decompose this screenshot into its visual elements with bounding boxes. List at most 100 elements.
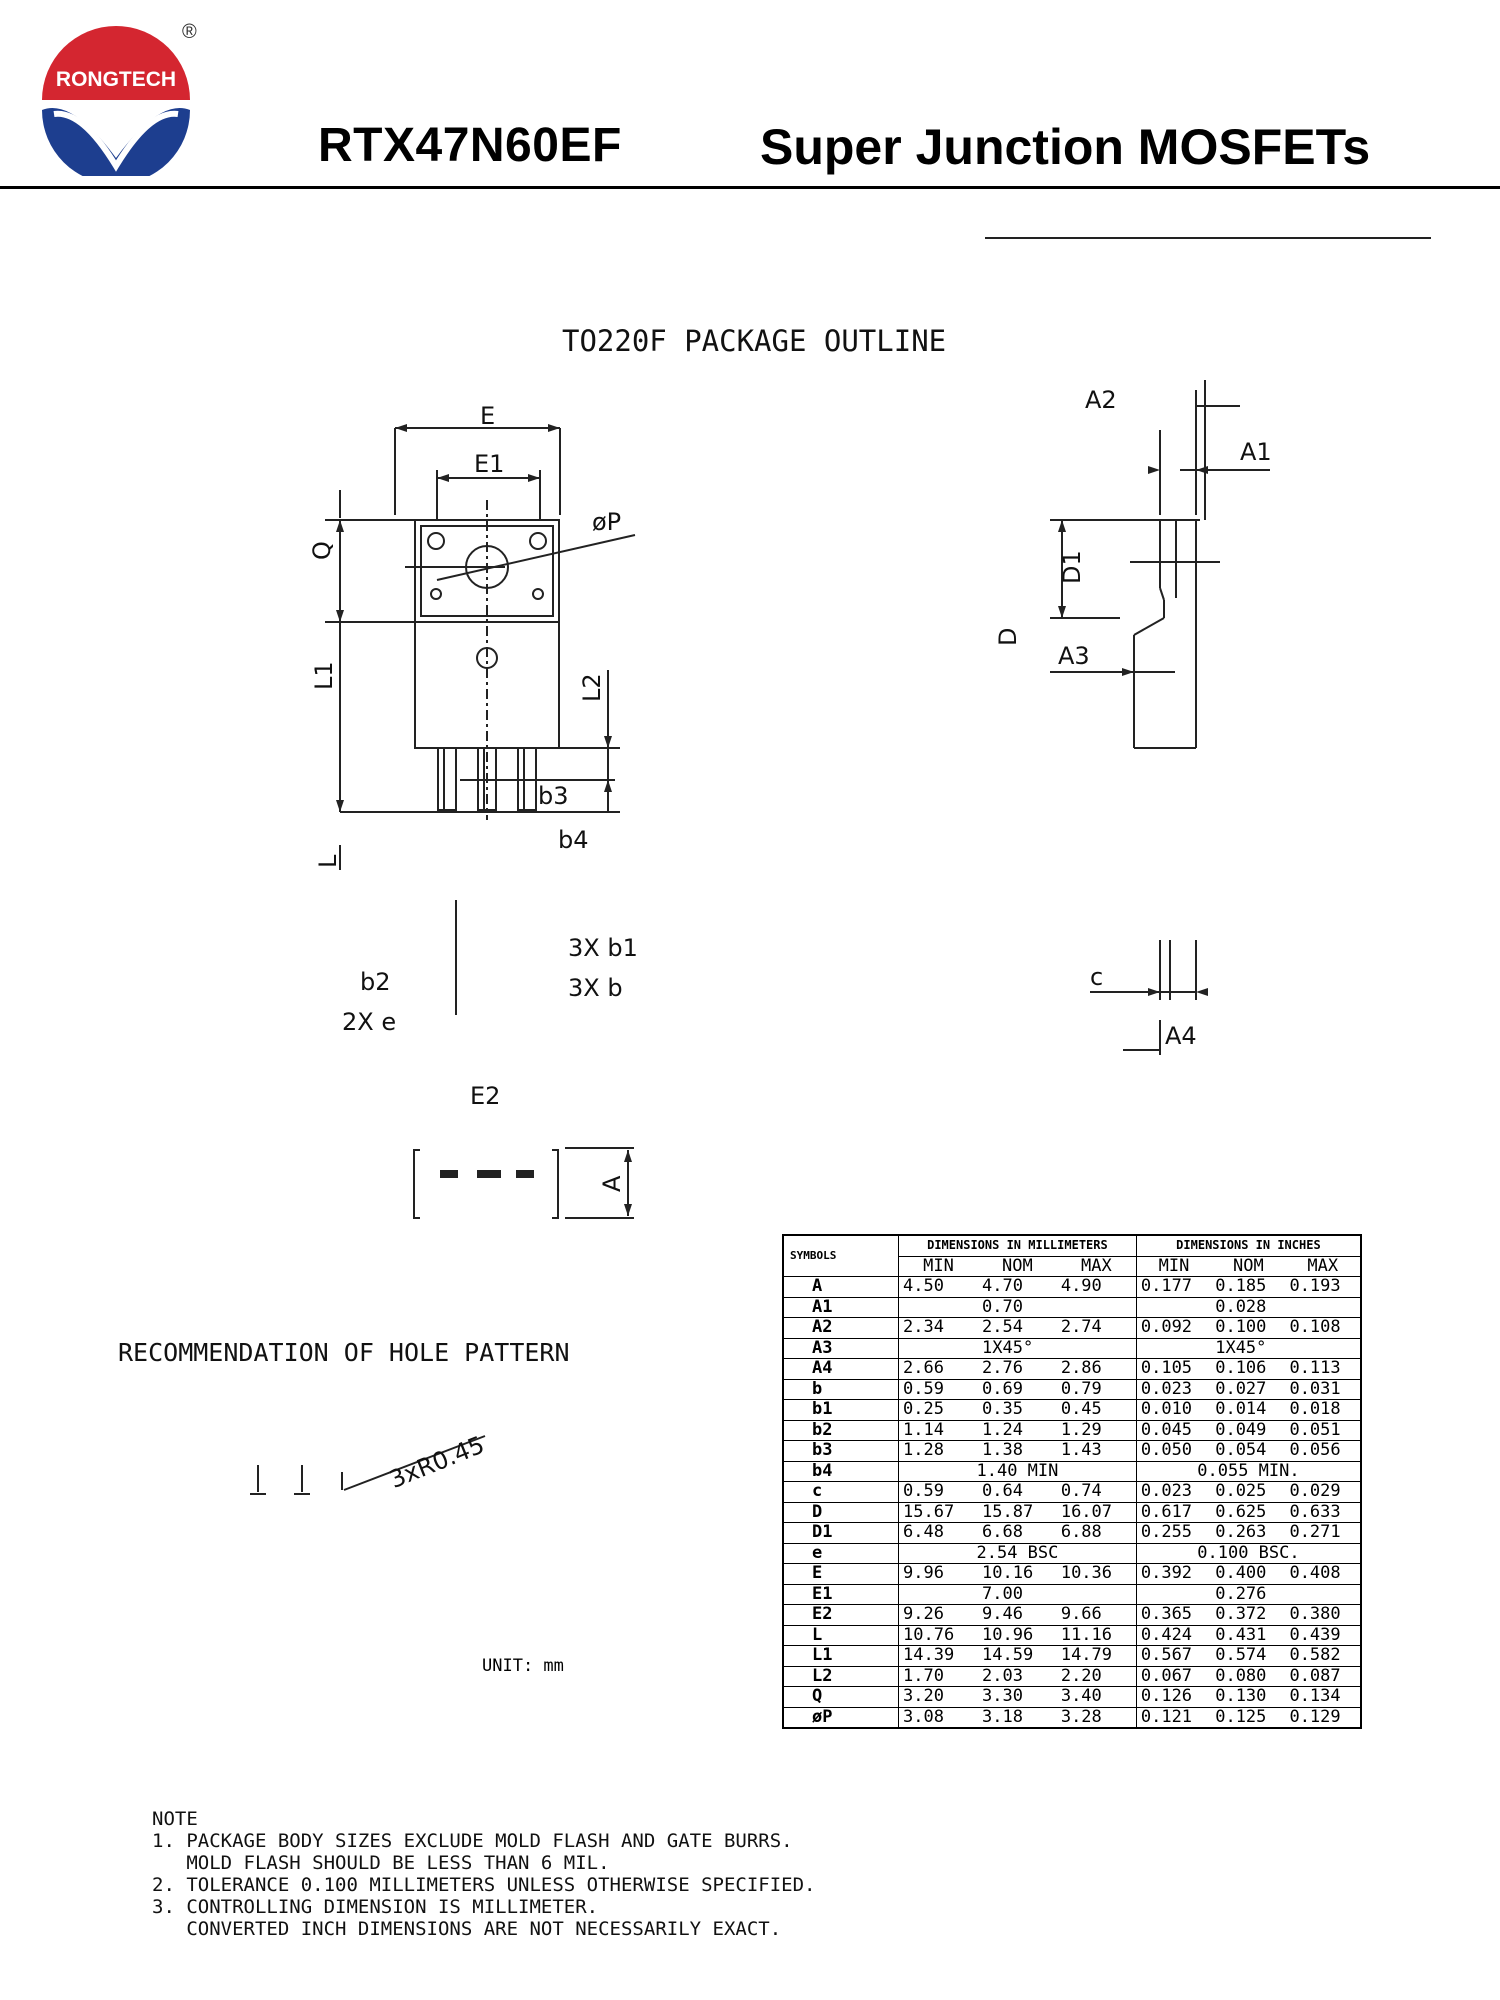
label-E2: E2 xyxy=(470,1082,500,1110)
table-cell: 14.59 xyxy=(978,1645,1057,1667)
label-A: A xyxy=(598,1175,626,1192)
hole-pattern-title: RECOMMENDATION OF HOLE PATTERN xyxy=(118,1338,570,1367)
table-cell: 0.129 xyxy=(1285,1707,1361,1729)
label-b2: b2 xyxy=(360,968,391,996)
table-cell: 6.68 xyxy=(978,1522,1057,1544)
table-cell: 14.79 xyxy=(1056,1645,1137,1667)
table-cell: 1X45° xyxy=(1211,1338,1286,1359)
table-cell: 0.049 xyxy=(1211,1420,1286,1441)
table-cell: A4 xyxy=(783,1358,899,1380)
table-cell: 0.014 xyxy=(1211,1399,1286,1421)
table-cell: 11.16 xyxy=(1056,1625,1137,1646)
note-line: CONVERTED INCH DIMENSIONS ARE NOT NECESS… xyxy=(152,1918,782,1940)
table-cell: 10.36 xyxy=(1056,1563,1137,1585)
label-D: D xyxy=(994,628,1022,646)
table-cell: 15.87 xyxy=(978,1502,1057,1523)
table-cell: b2 xyxy=(783,1420,899,1441)
table-cell: 0.431 xyxy=(1211,1625,1286,1646)
table-cell xyxy=(1285,1297,1361,1318)
table-cell: 0.125 xyxy=(1211,1707,1286,1729)
table-cell: 3.08 xyxy=(898,1707,978,1729)
col-header: MAX xyxy=(1285,1256,1361,1277)
label-L: L xyxy=(314,854,342,868)
table-cell: 0.130 xyxy=(1211,1686,1286,1708)
table-cell: 1.14 xyxy=(898,1420,978,1441)
label-A3: A3 xyxy=(1058,642,1090,670)
symbols-header: SYMBOLS xyxy=(783,1235,899,1277)
table-cell xyxy=(1056,1584,1137,1605)
table-cell xyxy=(1136,1584,1212,1605)
table-cell: 2.74 xyxy=(1056,1317,1137,1339)
table-cell: 4.90 xyxy=(1056,1276,1137,1298)
table-cell: 0.067 xyxy=(1136,1666,1212,1687)
note-line: 1. PACKAGE BODY SIZES EXCLUDE MOLD FLASH… xyxy=(152,1830,793,1852)
table-cell: A3 xyxy=(783,1338,899,1359)
table-cell xyxy=(1285,1338,1361,1359)
table-cell: 16.07 xyxy=(1056,1502,1137,1523)
table-cell: 10.96 xyxy=(978,1625,1057,1646)
table-cell: 0.365 xyxy=(1136,1604,1212,1626)
unit-label: UNIT: mm xyxy=(482,1656,564,1676)
table-cell: 0.023 xyxy=(1136,1481,1212,1503)
table-cell: b4 xyxy=(783,1461,899,1482)
table-cell: 0.271 xyxy=(1285,1522,1361,1544)
inch-header: DIMENSIONS IN INCHES xyxy=(1136,1235,1361,1257)
page-title: Super Junction MOSFETs xyxy=(760,119,1371,175)
table-cell: 2.76 xyxy=(978,1358,1057,1380)
label-c: c xyxy=(1090,963,1103,991)
table-cell: 3.20 xyxy=(898,1686,978,1708)
label-L1: L1 xyxy=(310,661,338,690)
table-cell: 0.126 xyxy=(1136,1686,1212,1708)
table-cell: E xyxy=(783,1563,899,1585)
table-cell xyxy=(1056,1338,1137,1359)
table-cell: L2 xyxy=(783,1666,899,1687)
table-cell: Q xyxy=(783,1686,899,1708)
table-cell: A1 xyxy=(783,1297,899,1318)
table-cell: 0.106 xyxy=(1211,1358,1286,1380)
table-cell: 0.029 xyxy=(1285,1481,1361,1503)
table-cell: 0.633 xyxy=(1285,1502,1361,1523)
table-cell: 0.031 xyxy=(1285,1379,1361,1400)
table-cell: 3.28 xyxy=(1056,1707,1137,1729)
table-cell: 0.45 xyxy=(1056,1399,1137,1421)
table-cell: 0.023 xyxy=(1136,1379,1212,1400)
table-cell: 0.263 xyxy=(1211,1522,1286,1544)
table-cell: 0.193 xyxy=(1285,1276,1361,1298)
table-cell: 0.028 xyxy=(1211,1297,1286,1318)
table-cell xyxy=(898,1297,978,1318)
label-2x-e: 2X e xyxy=(342,1008,396,1036)
table-cell: 15.67 xyxy=(898,1502,978,1523)
label-E1: E1 xyxy=(474,450,504,478)
table-cell: 2.20 xyxy=(1056,1666,1137,1687)
registered-mark: ® xyxy=(182,21,197,43)
label-b4: b4 xyxy=(558,826,589,854)
table-cell: 2.54 BSC xyxy=(898,1543,1137,1564)
table-cell: 0.255 xyxy=(1136,1522,1212,1544)
table-cell xyxy=(898,1584,978,1605)
table-cell: 0.018 xyxy=(1285,1399,1361,1421)
label-b3: b3 xyxy=(538,782,569,810)
table-cell: 2.34 xyxy=(898,1317,978,1339)
table-cell: 0.055 MIN. xyxy=(1136,1461,1361,1482)
table-cell: L1 xyxy=(783,1645,899,1667)
table-cell: 0.392 xyxy=(1136,1563,1212,1585)
table-cell: L xyxy=(783,1625,899,1646)
table-cell: 2.03 xyxy=(978,1666,1057,1687)
table-cell: øP xyxy=(783,1707,899,1729)
table-cell: 3.30 xyxy=(978,1686,1057,1708)
table-cell: 7.00 xyxy=(978,1584,1057,1605)
table-cell: 1.29 xyxy=(1056,1420,1137,1441)
table-cell: D1 xyxy=(783,1522,899,1544)
table-cell: 0.400 xyxy=(1211,1563,1286,1585)
table-cell: 0.100 xyxy=(1211,1317,1286,1339)
